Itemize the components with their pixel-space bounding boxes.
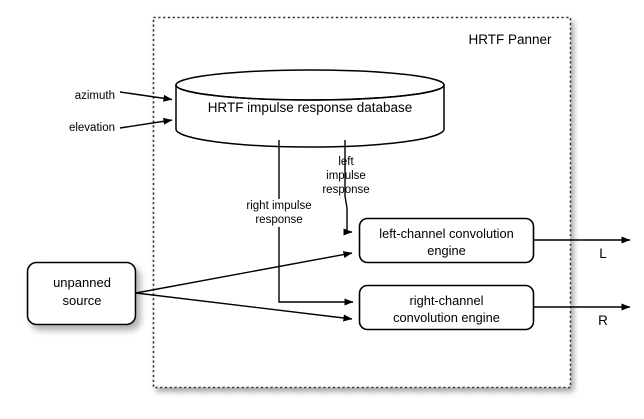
right-impulse-line2: response — [255, 214, 303, 227]
azimuth-input-label: azimuth — [74, 90, 115, 102]
elevation-arrow — [119, 117, 173, 129]
hrtf-panner-title: HRTF Panner — [468, 32, 552, 47]
left-impulse-line1: left — [338, 156, 354, 168]
left-impulse-line2: impulse — [326, 170, 366, 183]
unpanned-source-line2: source — [62, 292, 102, 308]
right-engine-line2: convolution engine — [393, 309, 500, 325]
right-impulse-line1: right impulse — [246, 200, 312, 212]
right-channel-convolution-engine-node — [358, 284, 535, 331]
elevation-input-label: elevation — [68, 122, 115, 134]
right-impulse-response-label: right impulse response — [229, 199, 329, 228]
left-channel-convolution-engine-node — [358, 217, 535, 264]
unpanned-source-node — [26, 261, 137, 326]
output-right-label: R — [598, 313, 608, 328]
source-to-left-engine-arrow — [135, 251, 353, 294]
unpanned-source-line1: unpanned — [53, 275, 111, 290]
source-to-right-engine-arrow — [135, 292, 353, 322]
right-engine-label: right-channel convolution engine — [361, 293, 532, 326]
right-impulse-connector — [278, 140, 354, 306]
left-impulse-line3: response — [322, 184, 370, 197]
left-engine-label: left-channel convolution engine — [361, 226, 532, 259]
left-impulse-connector — [343, 140, 353, 236]
left-engine-line1: left-channel convolution — [379, 226, 514, 241]
left-engine-line2: engine — [427, 242, 466, 258]
azimuth-arrow — [119, 91, 173, 102]
output-left-label: L — [599, 246, 607, 261]
unpanned-source-label: unpanned source — [30, 274, 134, 309]
hrtf-database-node — [175, 69, 445, 148]
left-impulse-response-label: left impulse response — [310, 155, 382, 197]
right-engine-line1: right-channel — [409, 293, 484, 308]
